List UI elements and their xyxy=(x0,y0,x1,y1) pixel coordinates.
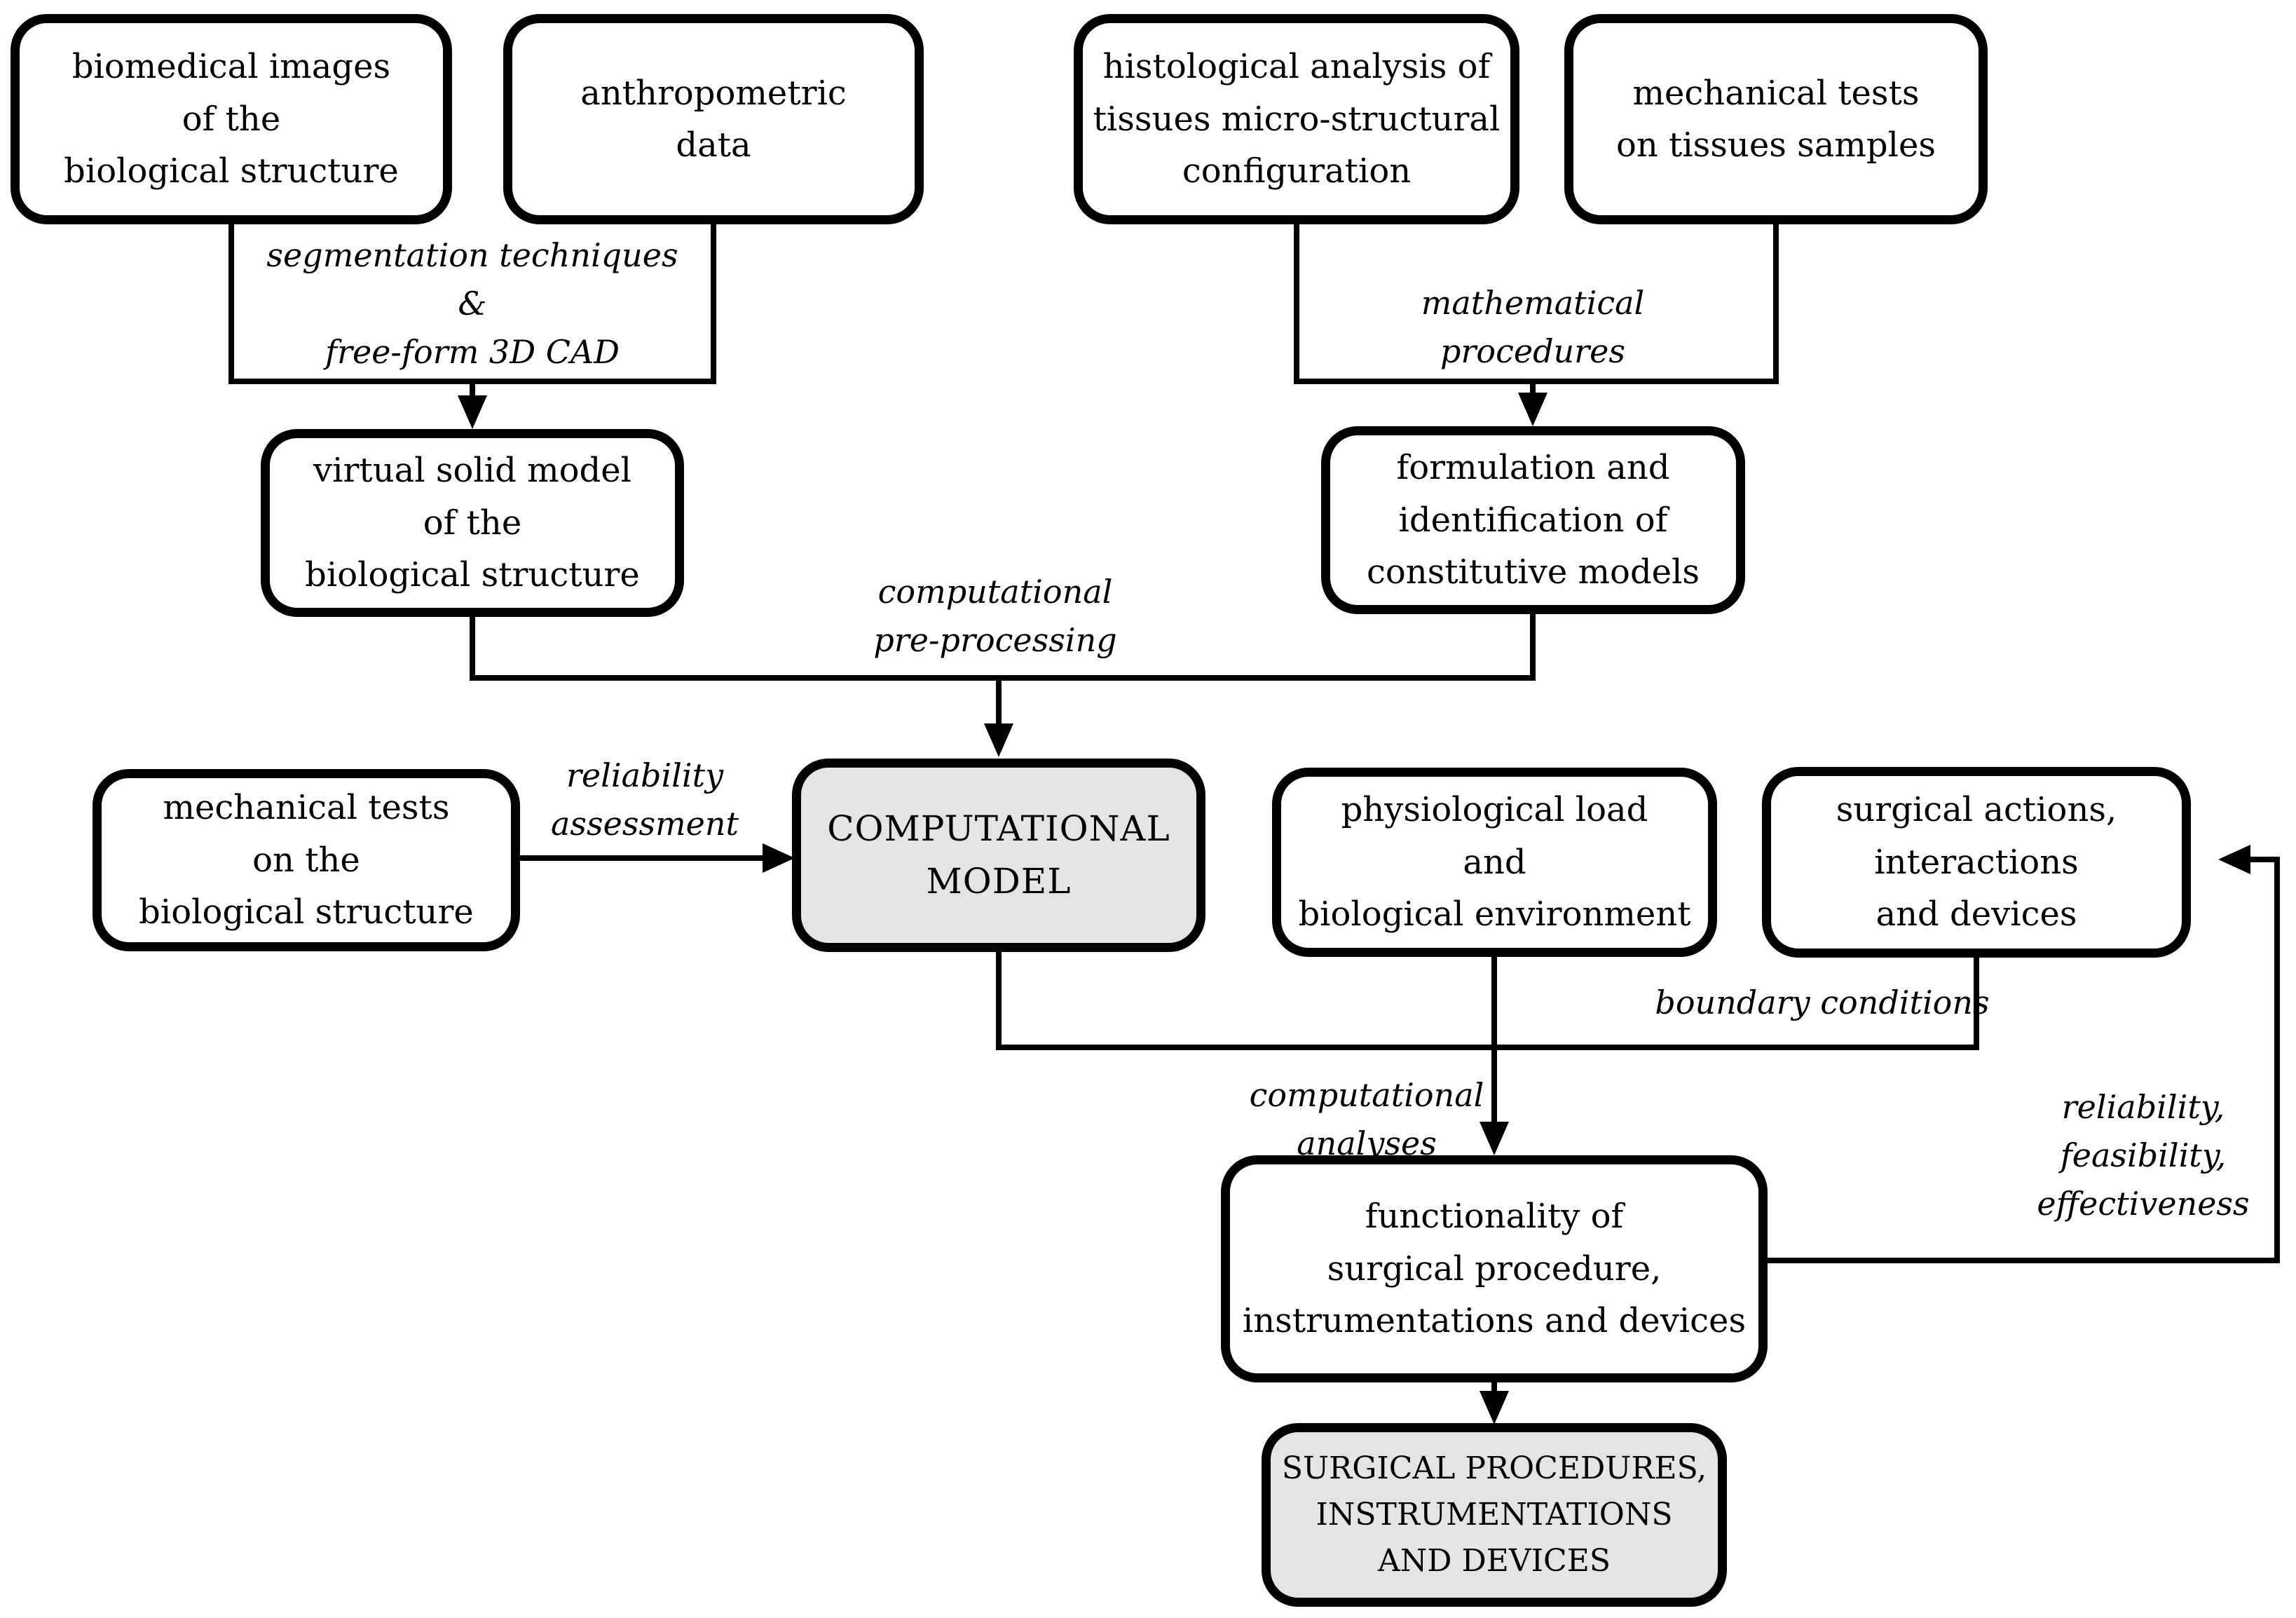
box-constitutive-models: formulation and identification of consti… xyxy=(1321,426,1745,614)
connector-feedback-bottom xyxy=(1768,1258,2280,1263)
box-histological-analysis: histological analysis of tissues micro-s… xyxy=(1074,14,1519,224)
connector-bracketA-bottom xyxy=(228,379,716,384)
arrowhead-reliability-right-icon xyxy=(763,843,795,873)
box-surgical-actions: surgical actions, interactions and devic… xyxy=(1762,767,2191,958)
connector-analyses-middle xyxy=(1491,957,1497,1123)
box-mechanical-tests-structure: mechanical tests on the biological struc… xyxy=(93,769,520,951)
box-computational-model: COMPUTATIONAL MODEL xyxy=(792,759,1205,952)
connector-preprocessing-right xyxy=(1530,614,1536,681)
arrowhead-segmentation-down-icon xyxy=(458,395,487,429)
arrowhead-feedback-left-icon xyxy=(2218,845,2250,874)
box-anthropometric-data: anthropometric data xyxy=(503,14,924,224)
label-reliability-assessment: reliability assessment xyxy=(550,756,739,843)
label-mathematical-procedures: mathematical procedures xyxy=(1421,284,1645,370)
connector-preprocessing-left xyxy=(470,617,475,681)
box-biomedical-images: biomedical images of the biological stru… xyxy=(11,14,452,224)
box-surgical-procedures-output: SURGICAL PROCEDURES, INSTRUMENTATIONS AN… xyxy=(1262,1423,1727,1607)
connector-bracketB-right xyxy=(1773,224,1779,384)
connector-bracketA-left xyxy=(228,224,234,384)
label-reliability-feasibility-effectiveness: reliability, feasibility, effectiveness xyxy=(2037,1088,2250,1223)
connector-preprocessing-bottom xyxy=(470,675,1536,681)
arrowhead-final-down-icon xyxy=(1480,1391,1509,1425)
arrowhead-preprocessing-down-icon xyxy=(984,723,1013,757)
connector-analyses-left xyxy=(996,952,1002,1047)
box-physiological-load: physiological load and biological enviro… xyxy=(1272,768,1717,957)
label-computational-preprocessing: computational pre-processing xyxy=(873,573,1117,659)
arrow-reliability-shaft xyxy=(520,855,763,861)
arrow-segmentation-shaft xyxy=(470,384,475,397)
label-computational-analyses: computational analyses xyxy=(1249,1076,1484,1162)
box-mechanical-tests-tissues: mechanical tests on tissues samples xyxy=(1564,14,1988,224)
box-functionality: functionality of surgical procedure, ins… xyxy=(1221,1155,1768,1382)
arrow-preprocessing-shaft xyxy=(996,681,1002,724)
arrowhead-mathematical-down-icon xyxy=(1518,393,1547,426)
connector-analyses-right xyxy=(1974,958,1979,1050)
arrow-mathematical-shaft xyxy=(1530,384,1536,397)
connector-feedback-vertical xyxy=(2274,857,2280,1263)
connector-bracketB-left xyxy=(1294,224,1299,384)
label-segmentation-techniques: segmentation techniques & free-form 3D C… xyxy=(266,236,678,371)
box-virtual-solid-model: virtual solid model of the biological st… xyxy=(261,429,684,617)
label-boundary-conditions: boundary conditions xyxy=(1655,984,1990,1021)
connector-bracketB-bottom xyxy=(1294,379,1779,384)
arrowhead-analyses-down-icon xyxy=(1480,1122,1509,1155)
connector-feedback-top xyxy=(2250,857,2280,862)
arrow-final-shaft xyxy=(1491,1382,1497,1392)
connector-analyses-horizontal xyxy=(996,1045,1979,1050)
connector-bracketA-right xyxy=(711,224,716,384)
